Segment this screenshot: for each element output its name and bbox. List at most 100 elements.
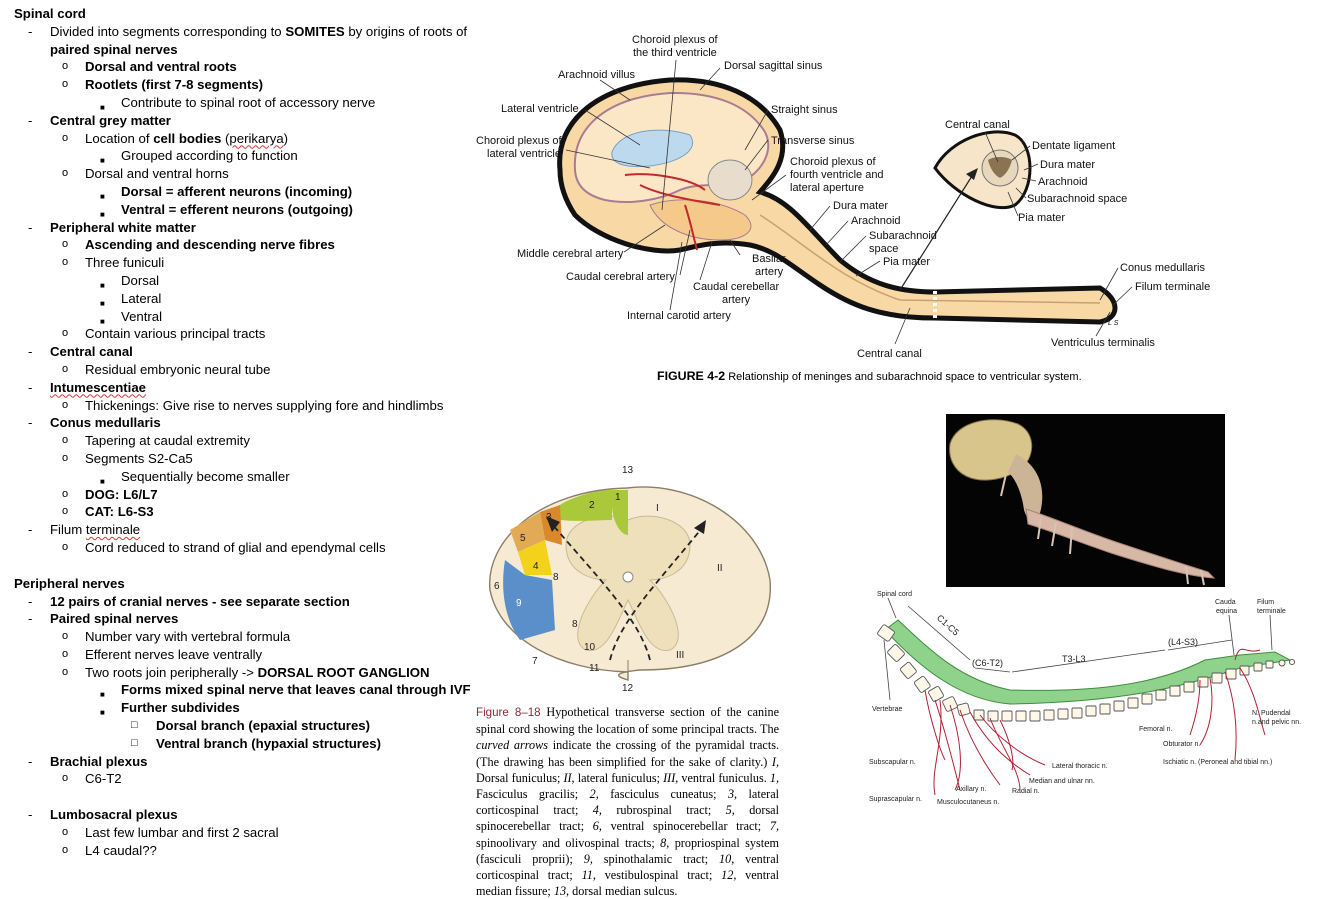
note-item: ■Dorsal = afferent neurons (incoming) — [14, 183, 484, 201]
leader-line — [584, 109, 641, 146]
leader-line — [729, 239, 741, 256]
label-musculocutaneous: Musculocutaneus n. — [937, 799, 999, 806]
cross-section-diagram: 13 1 2 3 5 4 8 6 9 8 10 7 11 12 I II III — [489, 465, 771, 694]
leader-line — [839, 235, 867, 263]
tract-2-cuneatus — [560, 490, 612, 521]
label-ischiatic: Ischiatic n. (Peroneal and tibial nn.) — [1163, 759, 1272, 766]
note-item: -Divided into segments corresponding to … — [28, 23, 468, 39]
label-femoral: Femoral n. — [1139, 726, 1173, 733]
open-square-marker: □ — [131, 719, 138, 732]
label-choroid-fourth-2: fourth ventricle and — [790, 169, 884, 181]
note-item: -Peripheral white matter — [28, 219, 196, 235]
note-item: □Dorsal branch (epaxial structures) — [131, 718, 371, 734]
tract-number: 1 — [615, 492, 621, 503]
label-middle-cerebral-artery: Middle cerebral artery — [517, 248, 624, 260]
dash-marker: - — [28, 807, 33, 823]
label-c1c5: C1-C5 — [935, 613, 961, 638]
pyramidal-arrow-left — [551, 523, 651, 661]
bracket-line — [907, 605, 971, 661]
circle-marker: o — [62, 60, 69, 73]
label-choroid-fourth-3: lateral aperture — [790, 182, 864, 194]
dash-marker: - — [28, 219, 33, 235]
pointer-arrow — [899, 175, 973, 291]
label-central-canal-bottom: Central canal — [857, 348, 922, 360]
note-item: -Brachial plexus — [28, 753, 148, 769]
note-item-continued: paired spinal nerves — [50, 41, 178, 57]
label-l4s3: (L4-S3) — [1168, 637, 1198, 647]
funiculus-label: I — [656, 503, 659, 514]
square-marker: ■ — [100, 316, 105, 326]
circle-marker: o — [62, 167, 69, 180]
leader-line — [809, 205, 831, 231]
dash-marker: - — [28, 415, 33, 431]
leader-line — [887, 597, 897, 619]
label-caudal-cerebral-artery: Caudal cerebral artery — [566, 271, 675, 283]
label-ventriculus-terminalis: Ventriculus terminalis — [1051, 337, 1155, 349]
open-square-marker: □ — [131, 736, 138, 749]
square-marker: ■ — [100, 298, 105, 308]
lateral-ventricle-shape — [611, 129, 693, 168]
circle-marker: o — [62, 647, 69, 660]
label-central-canal-top: Central canal — [945, 119, 1010, 131]
tract-number: 2 — [589, 500, 595, 511]
label-spinal-cord: Spinal cord — [877, 591, 912, 598]
grey-matter-butterfly — [988, 157, 1012, 178]
label-cauda: Cauda — [1215, 599, 1236, 606]
label-straight-sinus: Straight sinus — [771, 104, 838, 116]
label-arachnoid: Arachnoid — [851, 215, 901, 227]
leader-line — [984, 131, 999, 163]
spinal-nerves-diagram: Spinal cord C1-C5 (C6-T2) T3-L3 (L4-S3) … — [869, 591, 1301, 806]
note-item: -Filum terminale — [28, 522, 141, 538]
label-caudal-cerebellar-2: artery — [722, 294, 751, 306]
leader-line — [1007, 191, 1019, 217]
dash-marker: - — [28, 23, 33, 39]
figure-4-2-caption: FIGURE 4-2 Relationship of meninges and … — [657, 369, 1082, 383]
label-t3l3: T3-L3 — [1062, 654, 1086, 664]
circle-marker: o — [62, 451, 69, 464]
note-item: ■Contribute to spinal root of accessory … — [14, 94, 484, 112]
brainstem-photo — [1008, 454, 1043, 521]
tract-number: 10 — [584, 642, 596, 653]
leader-line — [1269, 614, 1273, 651]
note-item: -Central grey matter — [28, 112, 171, 128]
spinal-cord-band — [884, 619, 1292, 705]
square-marker: ■ — [100, 708, 105, 718]
figure-8-18-caption: Figure 8–18 Hypothetical transverse sect… — [476, 705, 780, 899]
bracket-line — [974, 667, 1011, 673]
leader-line — [883, 639, 891, 701]
tract-number: 13 — [622, 465, 634, 476]
leader-line — [744, 139, 769, 171]
label-c6t2: (C6-T2) — [972, 658, 1003, 668]
tract-number: 8 — [553, 572, 559, 583]
tract-number: 5 — [520, 533, 526, 544]
note-item: ■Forms mixed spinal nerve that leaves ca… — [14, 681, 484, 699]
note-item: -Lumbosacral plexus — [28, 807, 178, 823]
label-pia-mater: Pia mater — [883, 256, 930, 268]
leader-line — [699, 241, 713, 281]
label-conus-medullaris: Conus medullaris — [1120, 262, 1205, 274]
label-lateral-ventricle: Lateral ventricle — [501, 103, 579, 115]
tract-number: 9 — [516, 598, 522, 609]
meninges-diagram: Choroid plexus of the third ventricle Ar… — [476, 34, 1210, 360]
label-arachnoid-villus: Arachnoid villus — [558, 69, 636, 81]
label-x-dura: Dura mater — [1040, 159, 1095, 171]
bracket-line — [1167, 639, 1233, 651]
leader-line — [699, 67, 721, 91]
pyramidal-arrow-right — [609, 527, 703, 661]
bracket-line — [1011, 649, 1166, 673]
leader-line — [1011, 145, 1031, 161]
tract-number: 4 — [533, 561, 539, 572]
note-item: -Paired spinal nerves — [28, 611, 179, 627]
funiculus-label: II — [717, 563, 723, 574]
circle-marker: o — [62, 505, 69, 518]
circle-marker: o — [62, 327, 69, 340]
label-lateral-thoracic: Lateral thoracic n. — [1052, 763, 1108, 770]
square-marker: ■ — [100, 209, 105, 219]
